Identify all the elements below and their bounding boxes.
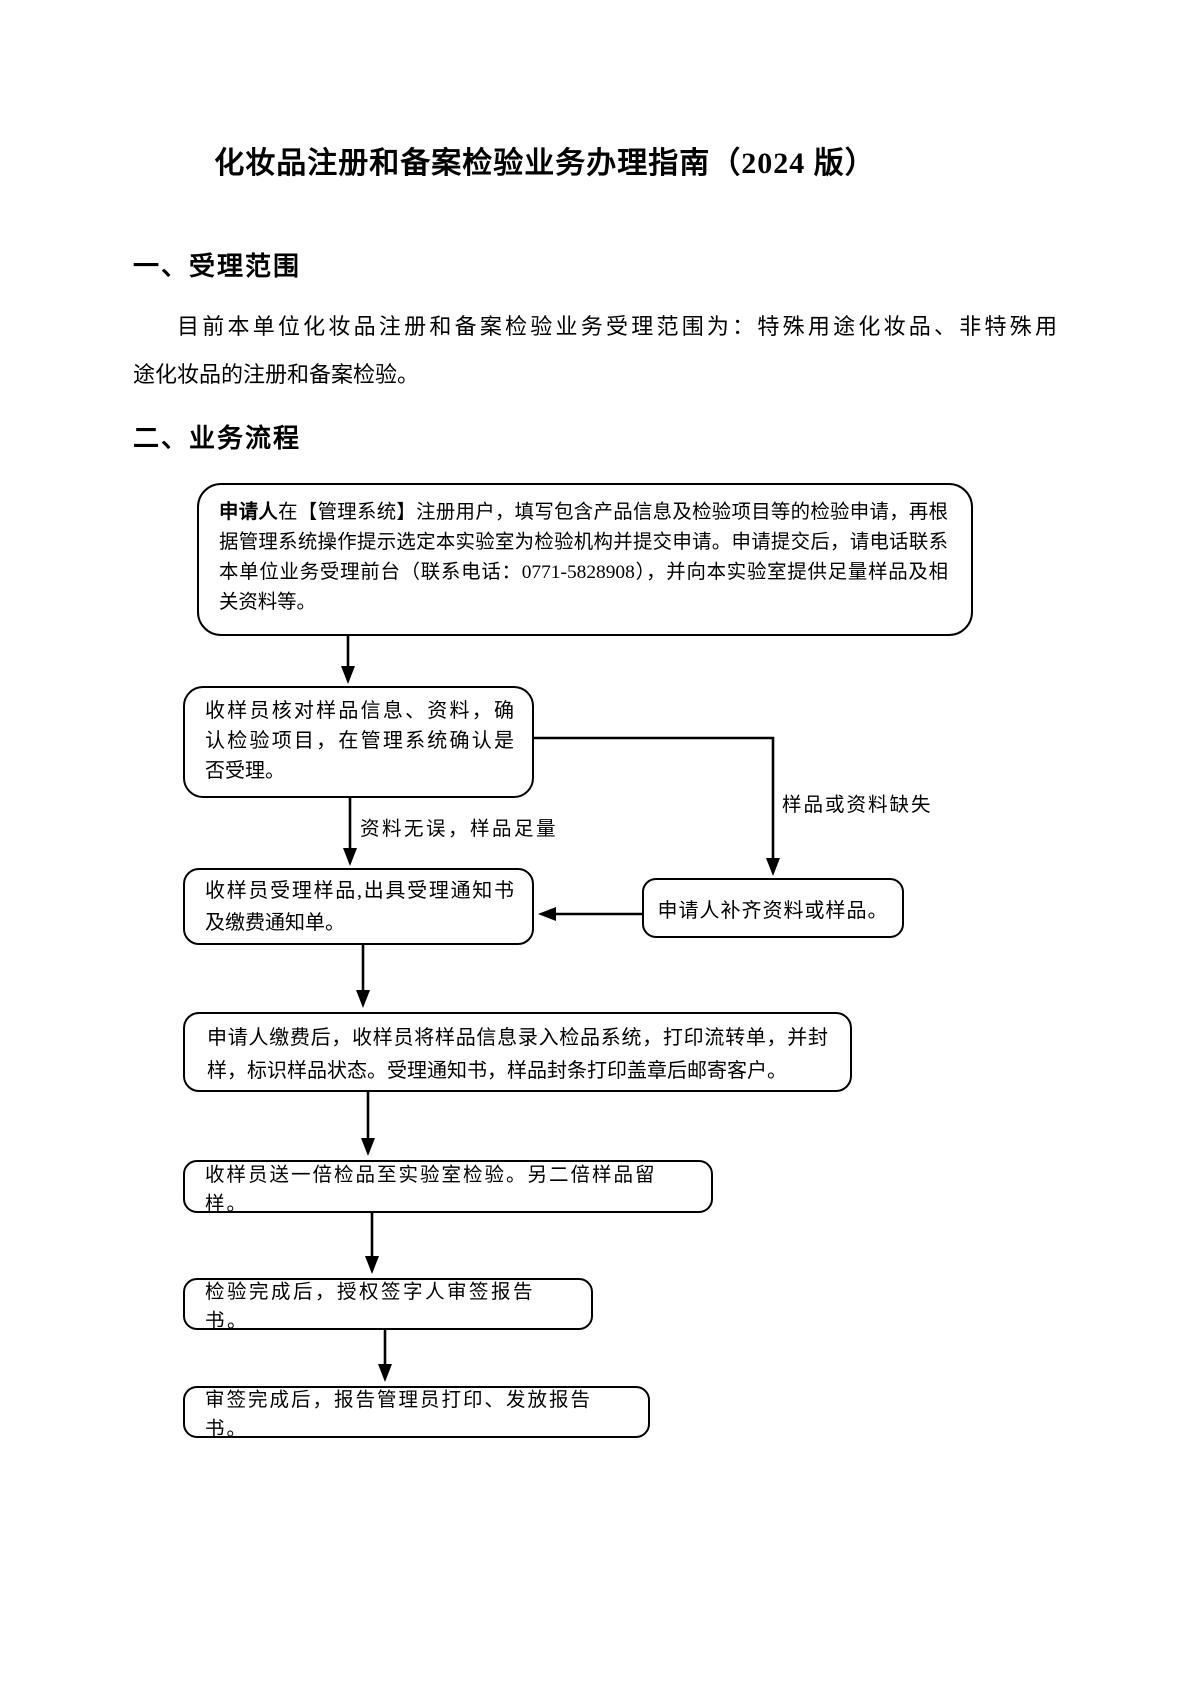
arrow-send-lab-to-sign [365, 1213, 379, 1274]
flow-box-apply-line-2: 据管理系统操作提示选定本实验室为检验机构并提交申请。申请提交后，请电话联系 [219, 532, 948, 553]
flow-box-send-lab: 收样员送一倍检品至实验室检验。另二倍样品留样。 [183, 1160, 713, 1215]
flow-box-issue-report: 审签完成后，报告管理员打印、发放报告书。 [183, 1386, 650, 1440]
flow-box-accept-line-1: 收样员受理样品,出具受理通知书 [205, 880, 514, 902]
flow-box-sign-report: 检验完成后，授权签字人审签报告书。 [183, 1278, 593, 1332]
scope-paragraph-line-2: 途化妆品的注册和备案检验。 [133, 362, 420, 387]
arrow-sign-to-issue [378, 1330, 392, 1382]
flow-box-accept-line-2: 及缴费通知单。 [205, 912, 345, 934]
scope-paragraph: 目前本单位化妆品注册和备案检验业务受理范围为：特殊用途化妆品、非特殊用 途化妆品… [133, 303, 1057, 399]
flow-box-supplement-text: 申请人补齐资料或样品。 [657, 899, 889, 922]
arrow-accept-to-payment [356, 945, 370, 1008]
flow-box-apply-line-1: 申请人在【管理系统】注册用户，填写包含产品信息及检验项目等的检验申请，再根 [219, 501, 949, 523]
flow-box-apply-line-3: 本单位业务受理前台（联系电话：0771-5828908），并向本实验室提供足量样… [219, 562, 948, 583]
flow-box-payment: 申请人缴费后，收样员将样品信息录入检品系统，打印流转单，并封 样，标识样品状态。… [183, 1012, 852, 1092]
section-heading-flow: 二、业务流程 [133, 423, 302, 453]
arrow-check-to-accept [343, 798, 357, 866]
arrow-apply-to-check [341, 636, 355, 684]
flow-box-supplement: 申请人补齐资料或样品。 [642, 878, 904, 938]
connector-check-to-supplement [534, 736, 780, 876]
arrow-payment-to-send-lab [361, 1092, 375, 1156]
flow-box-apply: 申请人在【管理系统】注册用户，填写包含产品信息及检验项目等的检验申请，再根 据管… [197, 483, 973, 636]
arrow-supplement-to-accept [538, 907, 642, 921]
scope-paragraph-line-1: 目前本单位化妆品注册和备案检验业务受理范围为：特殊用途化妆品、非特殊用 [177, 314, 1057, 339]
flow-box-payment-line-2: 样，标识样品状态。受理通知书，样品封条打印盖章后邮寄客户。 [207, 1060, 787, 1082]
flow-box-check-line-3: 否受理。 [205, 760, 285, 782]
edge-label-data-missing: 样品或资料缺失 [782, 795, 933, 816]
flow-box-check-line-1: 收样员核对样品信息、资料，确 [205, 700, 514, 722]
flow-box-sign-report-text: 检验完成后，授权签字人审签报告书。 [205, 1282, 536, 1332]
flow-box-payment-line-1: 申请人缴费后，收样员将样品信息录入检品系统，打印流转单，并封 [207, 1027, 828, 1049]
section-heading-scope: 一、受理范围 [133, 251, 302, 281]
edge-label-data-ok: 资料无误，样品足量 [360, 819, 559, 840]
document-title: 化妆品注册和备案检验业务办理指南（2024 版） [214, 147, 876, 180]
flow-box-accept-sample: 收样员受理样品,出具受理通知书 及缴费通知单。 [183, 868, 534, 945]
flow-box-check-line-2: 认检验项目，在管理系统确认是 [205, 730, 514, 752]
flow-box-send-lab-text: 收样员送一倍检品至实验室检验。另二倍样品留样。 [205, 1164, 657, 1215]
flow-box-check-sample: 收样员核对样品信息、资料，确 认检验项目，在管理系统确认是 否受理。 [183, 686, 534, 798]
flow-box-apply-lead: 申请人 [219, 501, 279, 523]
flow-box-apply-line-4: 关资料等。 [219, 592, 316, 613]
flow-box-issue-report-text: 审签完成后，报告管理员打印、发放报告书。 [205, 1390, 593, 1440]
